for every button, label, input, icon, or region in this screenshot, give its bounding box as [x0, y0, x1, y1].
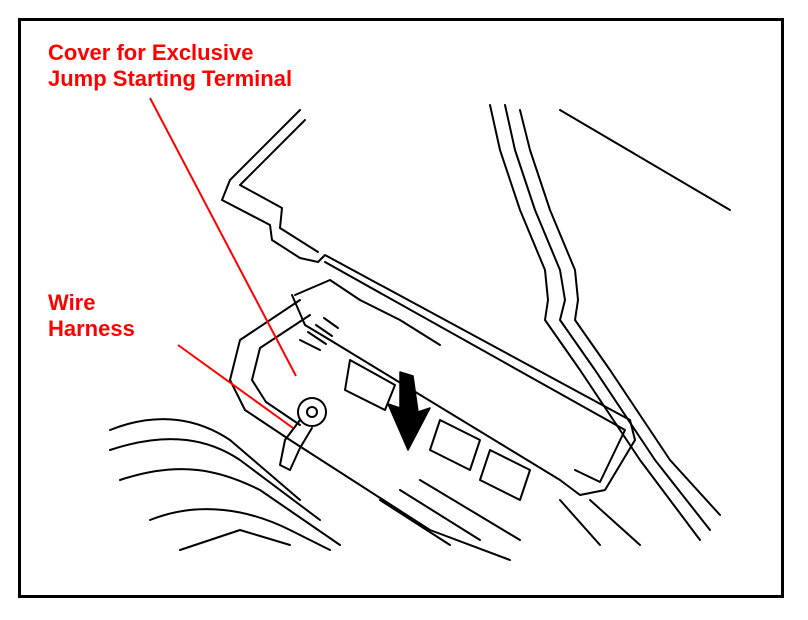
cover-callout-line1: Cover for Exclusive: [48, 40, 254, 65]
body-contour-2: [504, 104, 711, 531]
cover-lid-edge: [324, 261, 626, 483]
hose-line-3: [119, 468, 341, 546]
connector-1: [429, 419, 481, 471]
terminal-ring: [297, 397, 327, 427]
cover-lid-inner: [239, 119, 319, 253]
fender-line: [559, 109, 731, 211]
terminal-bolt: [306, 406, 318, 418]
hose-line-5: [179, 529, 291, 551]
wire-harness-callout-line2: Harness: [48, 316, 135, 341]
terminal-top: [294, 279, 441, 346]
terminal-box-inner: [251, 314, 311, 426]
body-contour-3: [519, 109, 721, 516]
wire-harness-leader-line: [177, 344, 294, 429]
cover-leader-line: [149, 97, 297, 377]
connector-2: [479, 449, 531, 501]
hose-line-1: [109, 418, 301, 501]
cover-callout: Cover for Exclusive Jump Starting Termin…: [48, 40, 292, 92]
body-contour-1: [489, 104, 701, 541]
hose-line-4: [149, 508, 331, 551]
wire-harness-body: [279, 419, 313, 471]
terminal-box: [229, 299, 511, 561]
connector-slots: [299, 317, 339, 351]
cover-lid-outline: [221, 109, 636, 496]
wire-harness-callout: Wire Harness: [48, 290, 135, 342]
down-arrow-icon: [387, 371, 431, 451]
bottom-strokes: [379, 479, 641, 546]
cover-callout-line2: Jump Starting Terminal: [48, 66, 293, 91]
diagram-frame: [18, 18, 784, 598]
connector-3: [344, 359, 396, 411]
hose-line-2: [109, 438, 321, 521]
wire-harness-callout-line1: Wire: [48, 290, 96, 315]
